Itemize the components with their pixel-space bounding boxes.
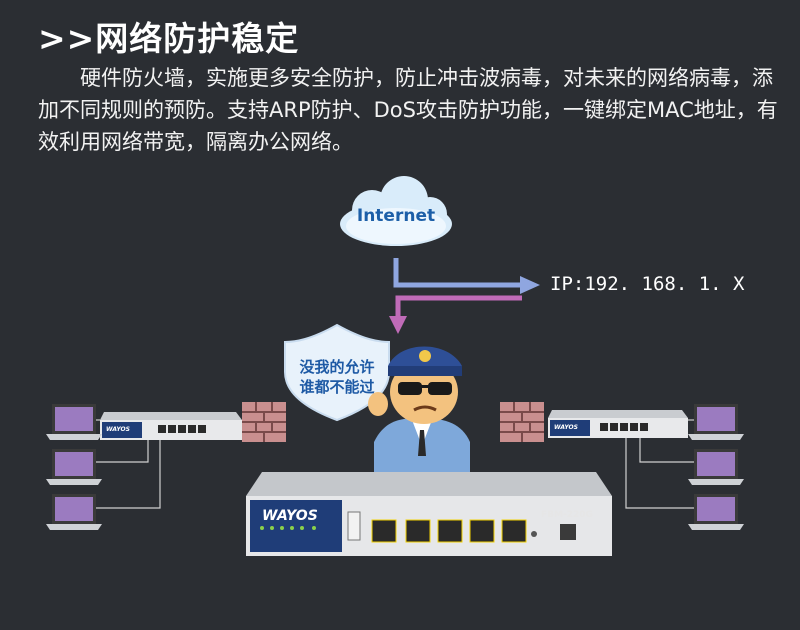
laptop-icon <box>46 449 102 485</box>
inbound-arrow <box>389 295 522 334</box>
right-router-icon <box>548 410 688 438</box>
laptop-icon <box>688 494 744 530</box>
description-text: 硬件防火墙，实施更多安全防护，防止冲击波病毒，对未来的网络病毒，添加不同规则的预… <box>38 66 778 154</box>
page-title: >>网络防护稳定 <box>38 19 300 58</box>
cable-lines <box>96 419 694 509</box>
router-brand-logo: WAYOS <box>262 508 318 524</box>
security-guard-icon <box>368 346 470 472</box>
shield-icon <box>284 323 390 422</box>
firewall-right-icon <box>500 402 544 442</box>
laptop-icon <box>688 449 744 485</box>
left-router-brand: WAYOS <box>106 426 130 433</box>
laptop-icon <box>46 404 102 440</box>
firewall-left-icon <box>242 402 286 442</box>
internet-label: Internet <box>356 206 436 226</box>
laptop-icon <box>688 404 744 440</box>
shield-line-1: 没我的允许 <box>299 358 375 376</box>
router-model-label: FBM-220G <box>541 510 593 520</box>
right-router-brand: WAYOS <box>554 424 578 431</box>
laptop-icon <box>46 494 102 530</box>
shield-line-2: 谁都不能过 <box>299 378 375 396</box>
ip-address-label: IP:192. 168. 1. X <box>550 273 745 295</box>
internet-cloud-icon <box>340 176 452 246</box>
main-router-icon <box>246 472 612 556</box>
outbound-arrow <box>393 258 540 294</box>
left-router-icon <box>100 412 242 440</box>
shield-message: 没我的允许 谁都不能过 <box>287 357 387 397</box>
